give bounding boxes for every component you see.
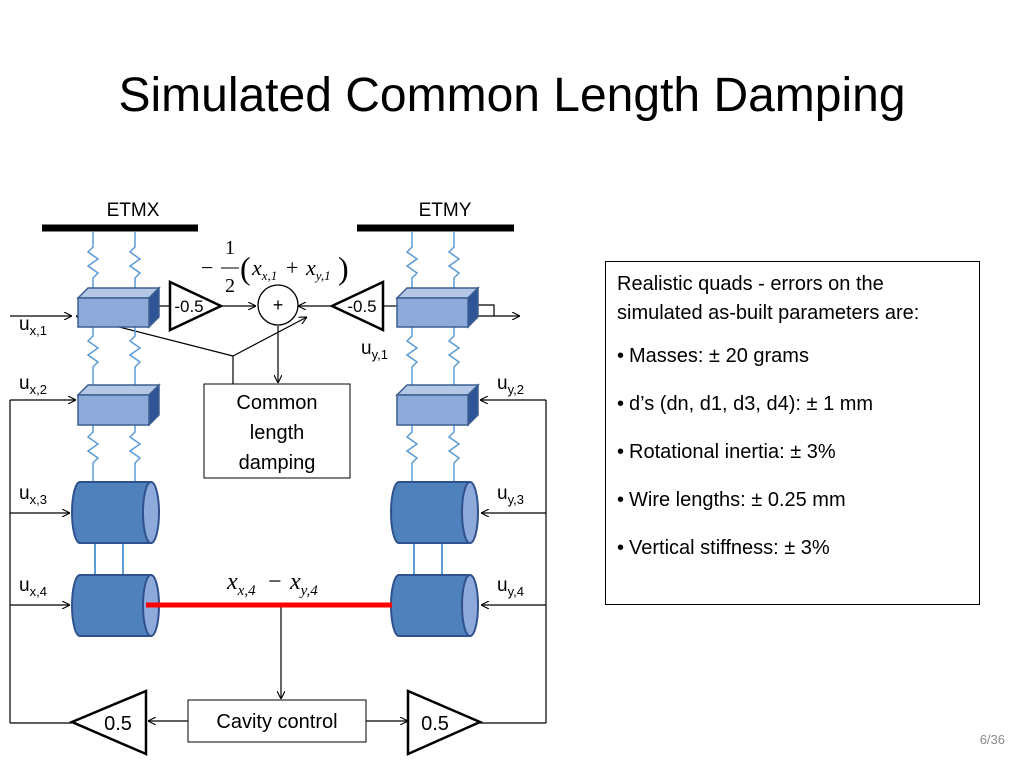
formula-sum-x1: xx,1: [251, 255, 277, 283]
common-length-damping-box: [203, 383, 351, 479]
formula-diff-y4: xy,4: [289, 569, 318, 599]
list-item: •d’s (dn, d1, d3, d4): ± 1 mm: [617, 393, 874, 415]
gain-right-triangle: [329, 280, 385, 332]
info-intro: Realistic quads - errors on the simulate…: [617, 273, 920, 324]
formula-common-sum: − 1 2 ( xx,1 + xy,1 ): [201, 237, 349, 297]
etmy-test-mass: [390, 574, 479, 637]
label-uy2: uy,2: [497, 373, 524, 397]
cavity-control-label: Cavity control: [216, 711, 337, 733]
list-item: •Masses: ± 20 grams: [617, 345, 809, 367]
gain-left-label: -0.5: [174, 297, 203, 316]
etmx-label: ETMX: [107, 200, 160, 221]
etmx-upper-intermediate-mass: [76, 383, 161, 427]
damping-box-line-3: damping: [239, 452, 316, 474]
actuator-labels: ux,1 ux,2 ux,3 ux,4 uy,1 uy,2 uy,3 uy,4: [19, 314, 524, 599]
suspension-springs: [86, 232, 461, 575]
damping-box-line-2: length: [250, 422, 305, 444]
formula-sum-denominator: 2: [225, 275, 235, 297]
etmy-upper-intermediate-mass: [395, 383, 480, 427]
label-uy3: uy,3: [497, 483, 524, 507]
etmy-label: ETMY: [419, 200, 472, 221]
gain-bottom-right-label: 0.5: [421, 713, 449, 735]
formula-sum-minus: −: [201, 255, 213, 280]
slide-title: Simulated Common Length Damping: [118, 69, 906, 122]
gain-bottom-left-label: 0.5: [104, 713, 132, 735]
label-ux4: ux,4: [19, 575, 47, 599]
formula-sum-numerator: 1: [225, 237, 235, 259]
list-item: •Vertical stiffness: ± 3%: [617, 537, 830, 559]
gain-left-triangle: [168, 280, 224, 332]
etmx-test-mass: [71, 574, 160, 637]
formula-sum-plus: +: [286, 255, 298, 280]
info-list: •Masses: ± 20 grams •d’s (dn, d1, d3, d4…: [617, 342, 969, 563]
cavity-control-box: [187, 699, 367, 743]
gain-bottom-left-triangle: [68, 689, 148, 756]
label-uy4: uy,4: [497, 575, 524, 599]
formula-sum-y1: xy,1: [305, 255, 331, 283]
list-item: •Rotational inertia: ± 3%: [617, 441, 836, 463]
parameter-errors-box: Realistic quads - errors on the simulate…: [605, 261, 980, 605]
summing-junction: [257, 284, 299, 326]
label-ux1: ux,1: [19, 314, 47, 338]
formula-differential: xx,4 − xy,4: [226, 569, 318, 599]
etmx-top-mass: [76, 286, 161, 329]
formula-sum-close-paren: ): [338, 250, 349, 286]
label-uy1: uy,1: [361, 338, 388, 362]
formula-diff-minus: −: [268, 569, 282, 595]
damping-box-line-1: Common: [236, 392, 317, 414]
etmx-penultimate-mass: [71, 481, 160, 544]
slide-number: 6/36: [979, 732, 1005, 747]
etmy-top-mass: [395, 286, 480, 329]
label-ux3: ux,3: [19, 483, 47, 507]
list-item: •Wire lengths: ± 0.25 mm: [617, 489, 846, 511]
label-ux2: ux,2: [19, 373, 47, 397]
gain-right-label: -0.5: [347, 297, 376, 316]
formula-sum-open-paren: (: [240, 250, 251, 286]
etmy-penultimate-mass: [390, 481, 479, 544]
gain-bottom-right-triangle: [406, 689, 484, 756]
summing-junction-symbol: +: [273, 295, 284, 315]
formula-diff-x4: xx,4: [226, 569, 256, 599]
